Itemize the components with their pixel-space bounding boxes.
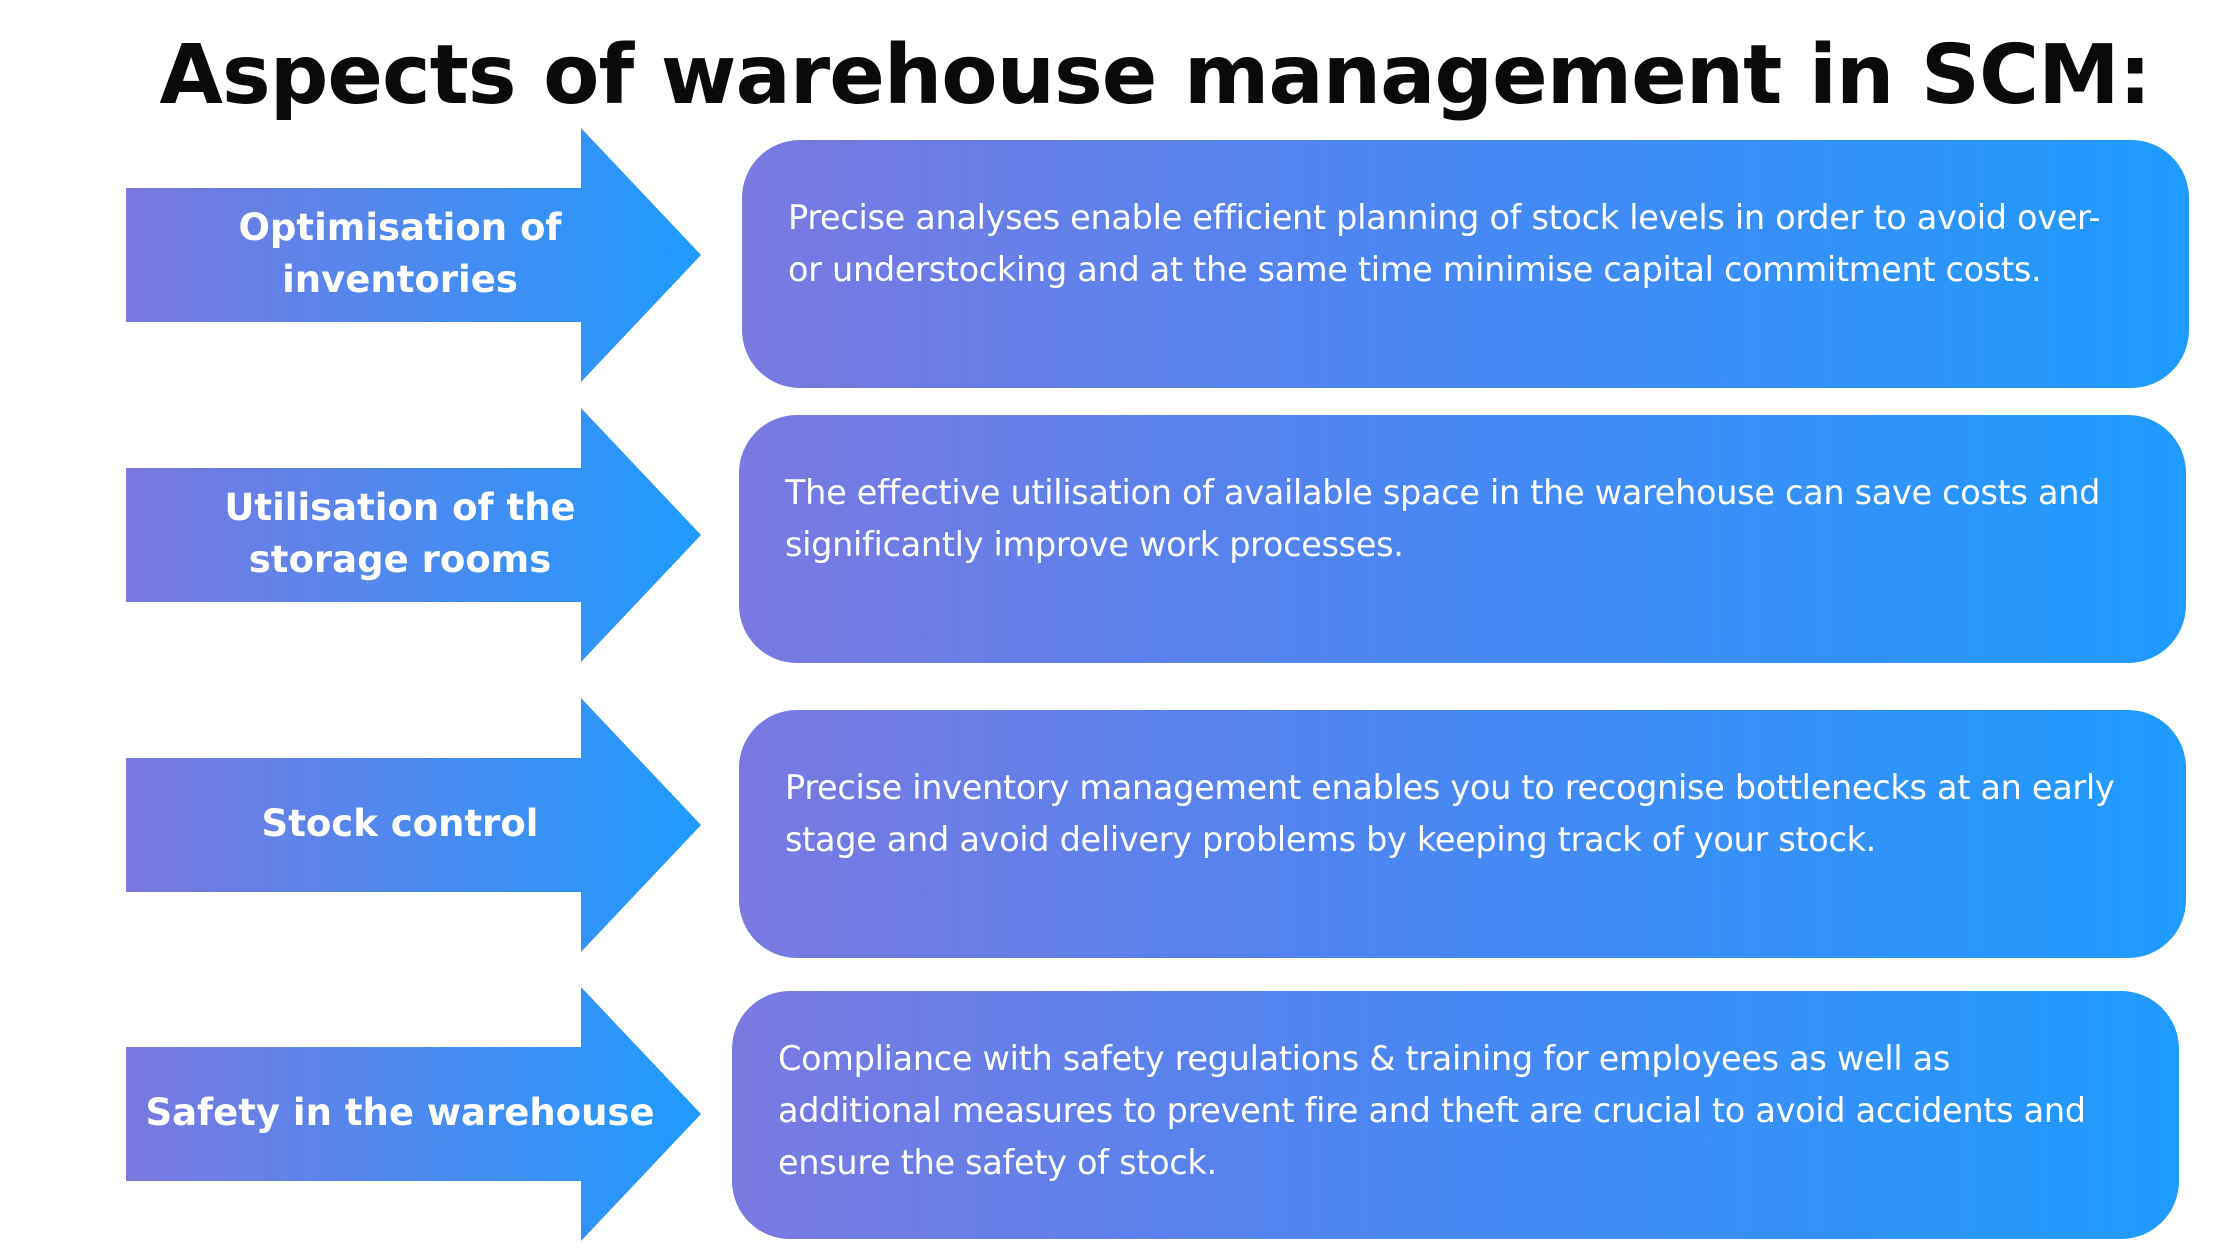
diagram-title: Aspects of warehouse management in SCM:	[159, 28, 2151, 123]
aspect-description: Precise inventory management enables you…	[785, 768, 2115, 859]
aspect-label: Safety in the warehouse	[145, 1091, 655, 1134]
arrow-shape	[126, 987, 701, 1241]
aspect-row-stock-control: Stock control Precise inventory manageme…	[0, 698, 2240, 958]
aspect-description: Compliance with safety regulations & tra…	[778, 1039, 2086, 1182]
aspect-description-card: Precise inventory management enables you…	[739, 710, 2186, 958]
aspect-row-storage-rooms: Utilisation of the storage rooms The eff…	[0, 408, 2240, 663]
arrow-shape	[126, 128, 701, 382]
aspect-label: Optimisation of inventories	[238, 206, 562, 301]
aspect-row-safety: Safety in the warehouse Compliance with …	[0, 987, 2240, 1241]
aspect-label: Stock control	[261, 802, 539, 845]
arrow-shape	[126, 408, 701, 662]
aspect-description: Precise analyses enable efficient planni…	[788, 198, 2101, 289]
aspect-description-card: Compliance with safety regulations & tra…	[732, 991, 2179, 1239]
aspect-description: The effective utilisation of available s…	[785, 473, 2101, 564]
aspect-row-optimisation: Optimisation of inventories Precise anal…	[0, 128, 2240, 388]
aspect-description-card: The effective utilisation of available s…	[739, 415, 2186, 663]
aspect-description-card: Precise analyses enable efficient planni…	[742, 140, 2189, 388]
arrow-shape	[126, 698, 701, 952]
aspect-label: Utilisation of the storage rooms	[224, 486, 576, 581]
